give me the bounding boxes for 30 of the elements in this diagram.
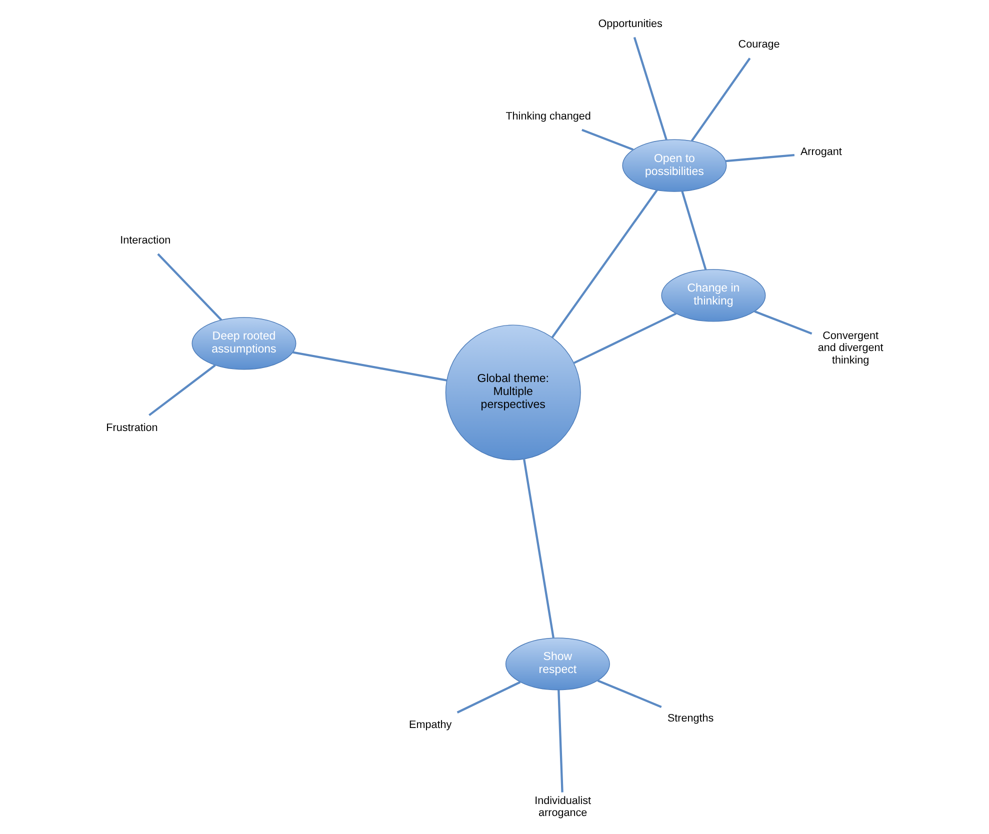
node-text: Empathy [409, 719, 452, 732]
node-text: Individualist arrogance [534, 794, 592, 820]
node-text: Thinking changed [506, 110, 591, 122]
node-ellipse: Open to possibilities [622, 139, 727, 192]
connector [597, 680, 662, 708]
node-circle: Global theme: Multiple perspectives [445, 324, 581, 460]
node-text: Strengths [667, 712, 714, 725]
node-ellipse: Deep rooted assumptions [192, 317, 296, 370]
node-text: Opportunities [598, 18, 662, 30]
connector [754, 310, 812, 335]
connector [523, 459, 554, 638]
node-ellipse: Show respect [505, 638, 610, 690]
connector [726, 154, 795, 162]
node-text: Convergent and divergent thinking [818, 330, 884, 366]
node-text: Courage [738, 38, 780, 51]
node-text: Frustration [106, 422, 158, 434]
connector [690, 58, 751, 142]
connector [456, 681, 521, 714]
connector [681, 191, 707, 270]
connector [551, 190, 658, 338]
connector [582, 128, 634, 151]
connector [574, 312, 677, 364]
connector [148, 364, 216, 416]
connector [633, 37, 668, 140]
node-text: Arrogant [800, 146, 842, 158]
node-text: Interaction [120, 234, 171, 246]
node-ellipse: Change in thinking [661, 269, 766, 322]
connector [292, 351, 447, 382]
connector [558, 690, 564, 792]
connector [157, 253, 222, 321]
